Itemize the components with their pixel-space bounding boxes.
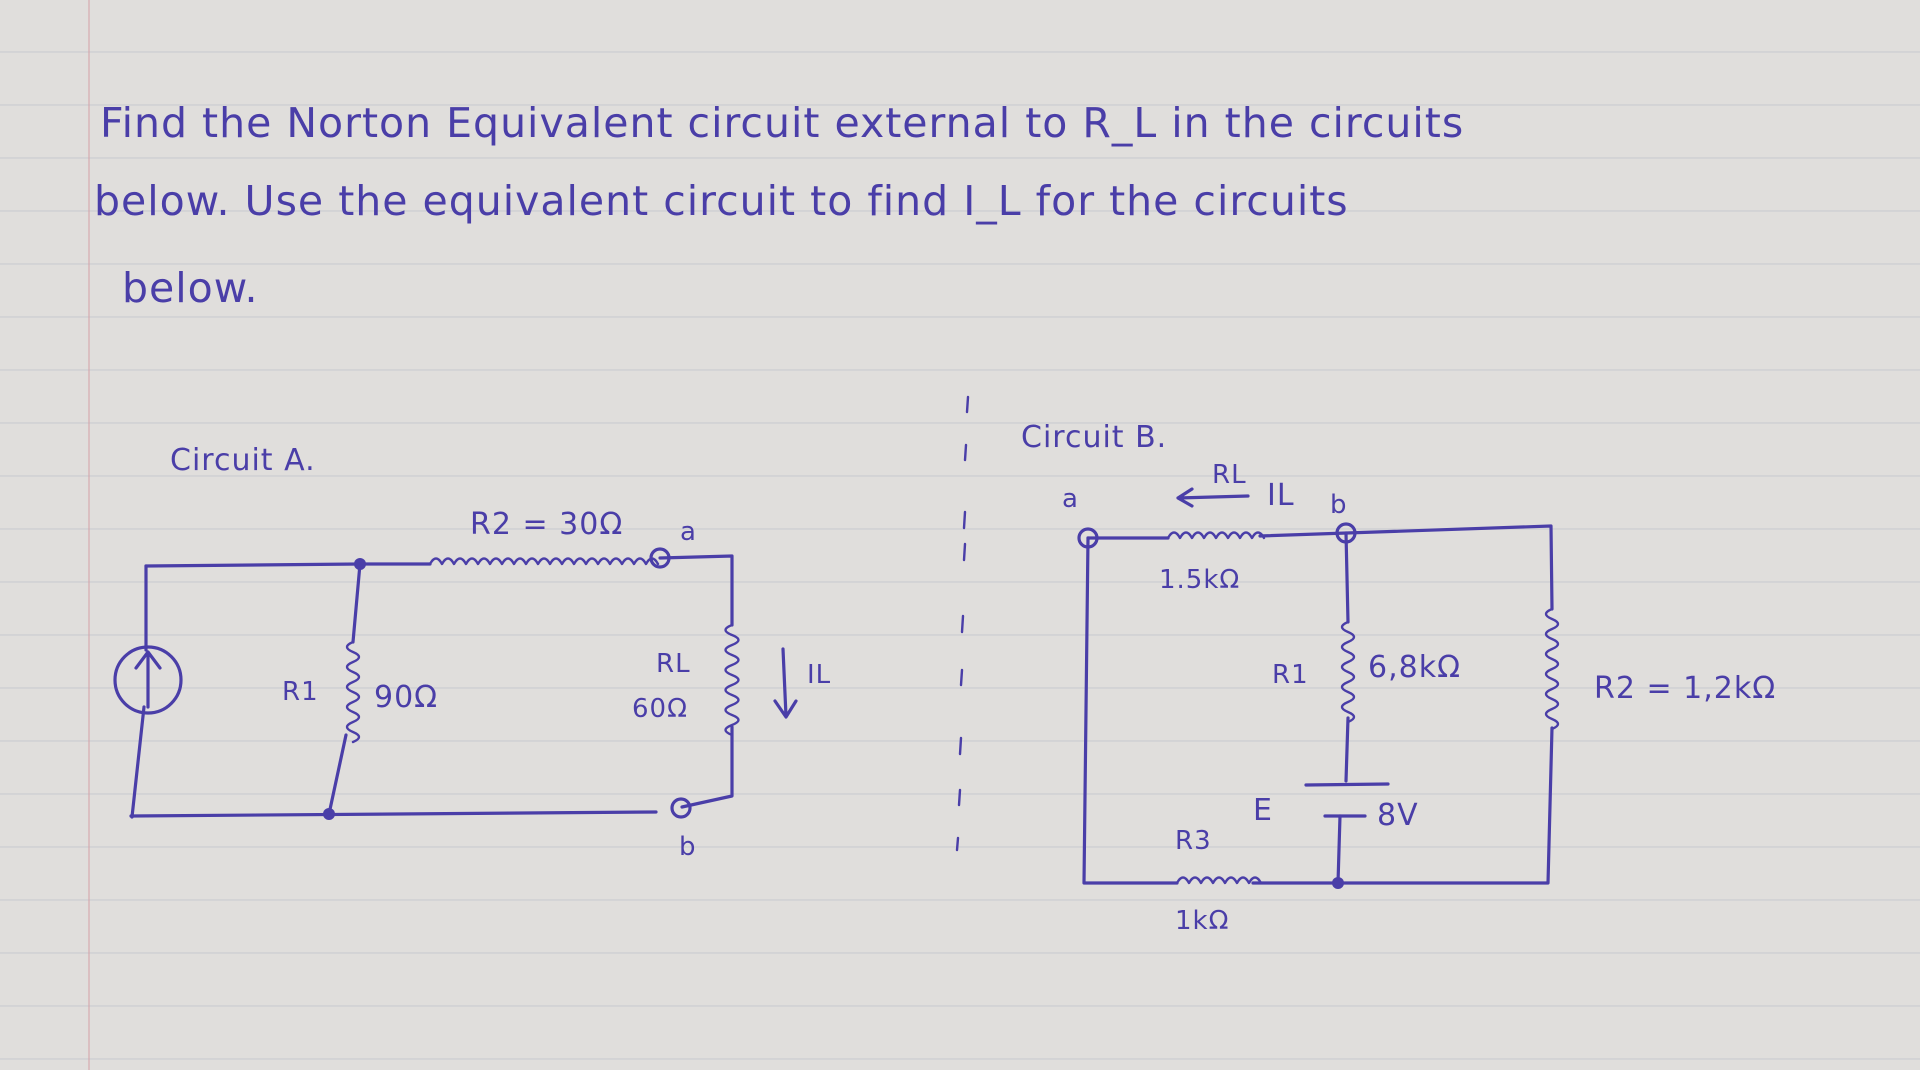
problem-line-2: below. Use the equivalent circuit to fin… — [94, 177, 1349, 225]
circuit-b-terminal-b-label: b — [1330, 490, 1348, 520]
circuit-b-r3-value: 1kΩ — [1175, 906, 1229, 936]
circuit-a-rl-value: 60Ω — [632, 694, 688, 724]
circuit-b-r2-label: R2 = 1,2kΩ — [1594, 671, 1776, 706]
circuit-a-wire-top-left — [144, 562, 432, 568]
circuit-a-wire-r1-bottom — [327, 733, 348, 816]
circuit-a-wire-bottom — [129, 810, 658, 818]
circuit-a-r1-value: 90Ω — [374, 680, 438, 715]
problem-line-3: below. — [122, 264, 259, 312]
circuit-b-wire-top — [1086, 524, 1554, 611]
circuit-a-current-source — [113, 645, 183, 715]
circuit-a-wire-r1-top — [351, 562, 362, 644]
circuit-b-r1-value: 6,8kΩ — [1368, 650, 1461, 685]
circuit-b-r3-resistor — [1175, 876, 1263, 885]
circuit-a: Circuit A. R2 = 30Ω R1 90Ω RL 60Ω — [113, 443, 831, 862]
circuit-b-e-name: E — [1253, 793, 1273, 828]
problem-line-1: Find the Norton Equivalent circuit exter… — [100, 99, 1464, 147]
circuit-a-wire-right — [680, 725, 734, 809]
circuit-b-terminal-a-label: a — [1062, 484, 1079, 514]
page-divider — [955, 395, 970, 852]
page-margin-line — [88, 0, 90, 1070]
circuit-b-wire-left — [1082, 536, 1179, 885]
circuit-b-r1-resistor — [1340, 620, 1356, 724]
circuit-b-rl-resistor — [1166, 531, 1266, 540]
circuit-b-rl-value: 1.5kΩ — [1159, 565, 1240, 595]
circuit-b-e-value: 8V — [1377, 798, 1419, 833]
circuit-b-wire-right — [1334, 726, 1554, 885]
circuit-a-current-arrow — [773, 647, 798, 719]
circuit-b-r3-name: R3 — [1175, 826, 1212, 856]
circuit-b-r1-name: R1 — [1272, 660, 1309, 690]
circuit-b-wire-middle — [1336, 531, 1350, 885]
circuit-b-r2-resistor — [1544, 607, 1560, 731]
circuit-b-current-label: IL — [1267, 478, 1295, 513]
circuit-a-title: Circuit A. — [170, 443, 316, 478]
circuit-a-wire-left — [130, 564, 148, 819]
circuit-b-junction-bottom — [1332, 877, 1344, 889]
circuit-a-terminal-b — [670, 797, 692, 819]
circuit-b-terminal-b — [1335, 522, 1357, 544]
circuit-a-rl-resistor — [724, 623, 740, 737]
circuit-a-terminal-a — [649, 547, 671, 569]
circuit-b: Circuit B. a b RL IL 1.5kΩ R1 6,8kΩ R2 =… — [1021, 420, 1776, 936]
circuit-a-wire-top-right — [658, 554, 734, 627]
circuit-a-junction-top — [354, 558, 366, 570]
circuit-b-current-arrow — [1176, 487, 1250, 508]
circuit-a-terminal-a-label: a — [680, 517, 697, 547]
circuit-a-r1-name: R1 — [282, 677, 319, 707]
circuit-a-r2-label: R2 = 30Ω — [470, 507, 623, 542]
circuit-b-battery — [1304, 782, 1390, 818]
circuit-a-r1-resistor — [345, 640, 361, 744]
circuit-b-title: Circuit B. — [1021, 420, 1167, 455]
circuit-b-terminal-a — [1077, 527, 1099, 549]
circuit-a-rl-name: RL — [656, 649, 691, 679]
circuit-a-current-label: IL — [807, 660, 831, 690]
circuit-a-terminal-b-label: b — [679, 832, 697, 862]
circuit-a-r2-resistor — [428, 557, 660, 566]
circuit-a-junction-bottom — [323, 808, 335, 820]
circuit-b-rl-name: RL — [1212, 460, 1247, 490]
